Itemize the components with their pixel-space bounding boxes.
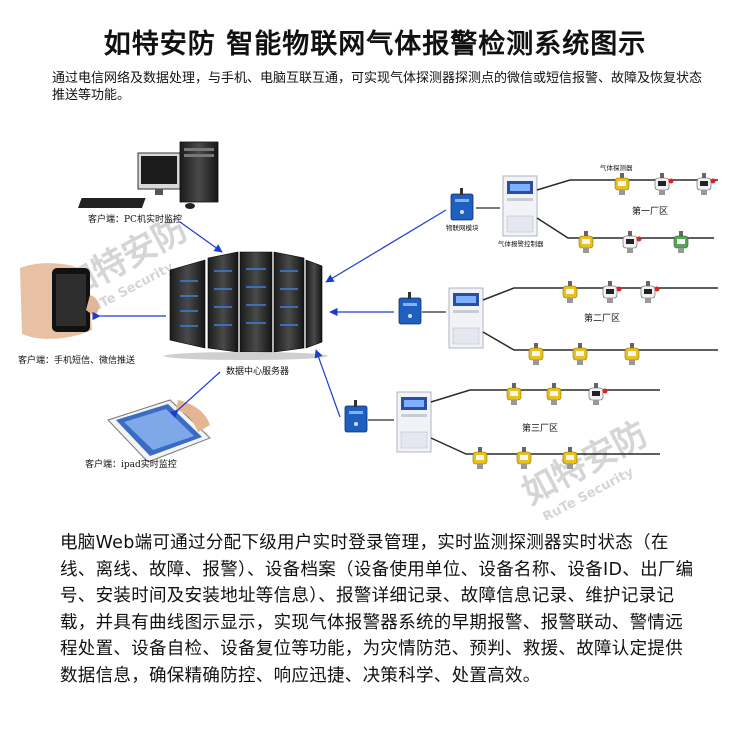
arrow-pc-server bbox=[179, 221, 223, 253]
iot-module-icon bbox=[398, 291, 422, 325]
zone-2-label: 第二厂区 bbox=[584, 312, 620, 324]
label-client-pc: 客户端：PC机实时监控 bbox=[88, 213, 182, 225]
iot-module-icon bbox=[450, 187, 474, 221]
pc-monitor-icon bbox=[77, 141, 219, 209]
controller-icon bbox=[396, 391, 432, 453]
label-server: 数据中心服务器 bbox=[226, 365, 289, 377]
description-text: 电脑Web端可通过分配下级用户实时登录管理，实时监测探测器实时状态（在线、离线、… bbox=[60, 533, 694, 686]
arrow-zone3-server bbox=[314, 349, 341, 418]
phone-icon bbox=[20, 263, 99, 339]
page-title: 如特安防 智能物联网气体报警检测系统图示 bbox=[103, 29, 647, 60]
zone-3: 第三厂区 bbox=[344, 382, 660, 470]
label-client-ipad: 客户端：ipad实时监控 bbox=[85, 458, 177, 470]
iot-module-icon bbox=[344, 399, 368, 433]
label-iot-module: 物联网模块 bbox=[446, 223, 479, 232]
controller-icon bbox=[502, 175, 538, 237]
controller-icon bbox=[448, 287, 484, 349]
zone-3-label: 第三厂区 bbox=[522, 422, 558, 434]
zone-1-label: 第一厂区 bbox=[632, 205, 668, 217]
arrow-server-ipad bbox=[169, 371, 221, 419]
arrow-zone1-server bbox=[325, 209, 447, 283]
label-controller: 气体报警控制器 bbox=[498, 239, 544, 248]
label-client-phone: 客户端：手机短信、微信推送 bbox=[18, 354, 135, 366]
server-icon bbox=[164, 251, 328, 360]
ipad-icon bbox=[107, 399, 211, 463]
system-diagram: 如特安防 RuTe Security 如特安防 RuTe Security 客户… bbox=[0, 120, 750, 525]
zone-1: 物联网模块 气体报警控制器 气体探测器 第一厂区 bbox=[446, 163, 718, 254]
intro-text: 通过电信网络及数据处理，与手机、电脑互联互通，可实现气体探测器探测点的微信或短信… bbox=[52, 71, 703, 103]
zone-2: 第二厂区 bbox=[398, 280, 718, 366]
label-detector: 气体探测器 bbox=[600, 163, 633, 172]
